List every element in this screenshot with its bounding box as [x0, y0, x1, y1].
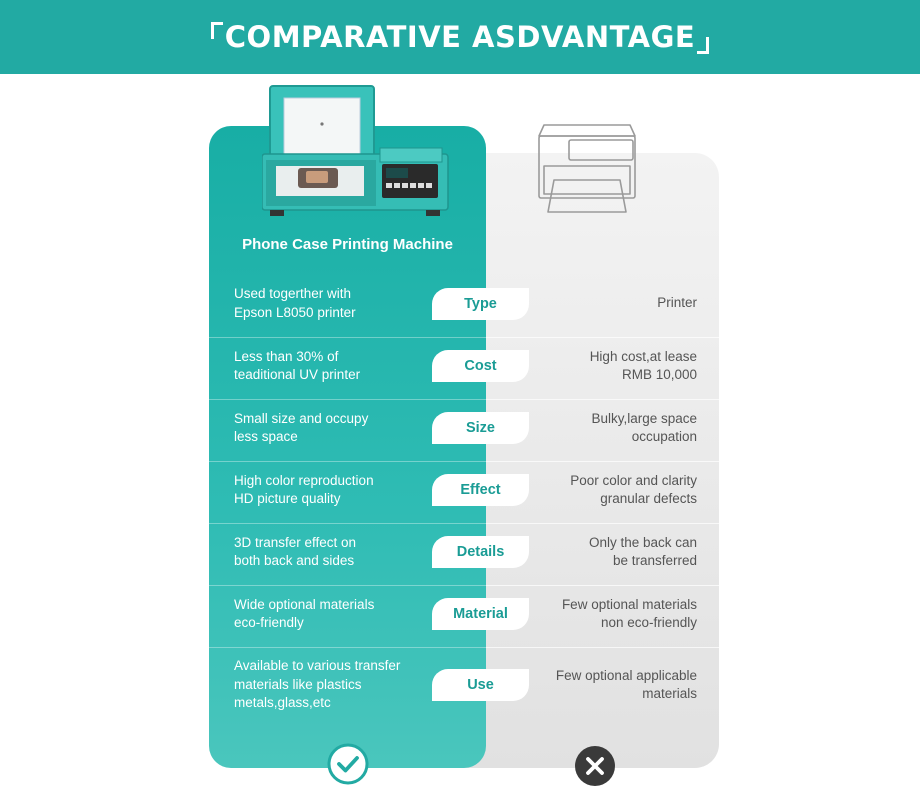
product-feature-text: Available to various transfer materials l…	[234, 657, 424, 713]
table-row: Wide optional materials eco-friendly Mater…	[209, 585, 719, 647]
product-feature-line: 3D transfer effect on	[234, 534, 357, 550]
criteria-label: Details	[432, 536, 529, 568]
product-feature-line: Available to various transfer	[234, 658, 401, 674]
criteria-label: Type	[432, 287, 529, 320]
competitor-feature-line: Only the back can	[588, 534, 697, 550]
criteria-label: Cost	[432, 350, 529, 382]
product-feature-line: Epson L8050 printer	[234, 304, 356, 320]
product-feature-text: Wide optional materials eco-friendly	[234, 596, 424, 633]
table-row: Less than 30% of teaditional UV printer Co…	[209, 337, 719, 399]
competitor-feature-text: Only the back can be transferred	[507, 534, 697, 571]
bracket-top-left	[210, 22, 223, 39]
criteria-label: Size	[432, 412, 529, 444]
product-feature-text: Small size and occupy less space	[234, 410, 424, 447]
row-divider	[209, 461, 486, 462]
row-divider	[209, 337, 486, 338]
competitor-feature-line: Printer	[657, 295, 697, 311]
competitor-feature-text: Poor color and clarity granular defects	[507, 472, 697, 509]
product-feature-line: both back and sides	[234, 553, 355, 568]
printer-icon	[538, 124, 636, 213]
row-divider	[486, 523, 719, 524]
competitor-feature-text: Printer	[507, 294, 697, 313]
product-feature-line: Small size and occupy	[234, 410, 369, 426]
product-feature-text: 3D transfer effect on both back and sides	[234, 534, 424, 571]
product-feature-line: High color reproduction	[234, 472, 374, 488]
product-feature-line: eco-friendly	[234, 615, 304, 630]
competitor-feature-line: RMB 10,000	[621, 367, 697, 382]
title-wrap: COMPARATIVE ASDVANTAGE	[205, 20, 715, 54]
competitor-feature-text: Few optional materials non eco-friendly	[507, 596, 697, 633]
table-row: Available to various transfer materials l…	[209, 647, 719, 727]
product-feature-text: Less than 30% of teaditional UV printer	[234, 348, 424, 385]
page-title: COMPARATIVE ASDVANTAGE	[224, 20, 696, 54]
row-divider	[486, 647, 719, 648]
competitor-feature-line: Bulky,large space	[591, 410, 697, 426]
competitor-feature-text: Few optional applicable materials	[507, 667, 697, 704]
product-feature-line: materials like plastics	[234, 676, 362, 692]
product-feature-line: metals,glass,etc	[234, 695, 331, 711]
product-feature-text: High color reproduction HD picture qualit…	[234, 472, 424, 509]
row-divider	[209, 523, 486, 524]
competitor-feature-line: occupation	[631, 429, 697, 444]
competitor-feature-line: High cost,at lease	[589, 348, 697, 364]
row-divider	[209, 585, 486, 586]
cross-icon	[575, 746, 615, 786]
criteria-label: Use	[432, 669, 529, 701]
product-feature-line: HD picture quality	[234, 491, 341, 506]
product-name: Phone Case Printing Machine	[242, 236, 453, 253]
row-divider	[209, 647, 486, 648]
row-divider	[486, 461, 719, 462]
product-feature-line: teaditional UV printer	[234, 367, 361, 382]
product-feature-line: less space	[234, 429, 298, 444]
competitor-feature-text: Bulky,large space occupation	[507, 410, 697, 447]
competitor-feature-line: be transferred	[612, 553, 697, 568]
competitor-feature-line: non eco-friendly	[600, 615, 697, 630]
row-divider	[209, 399, 486, 400]
product-feature-line: Used togerther with	[234, 286, 352, 301]
check-icon	[327, 743, 369, 785]
table-row: High color reproduction HD picture qualit…	[209, 461, 719, 523]
competitor-feature-line: materials	[642, 686, 697, 701]
competitor-panel	[440, 153, 719, 768]
competitor-feature-line: Poor color and clarity	[570, 472, 697, 488]
product-feature-line: Less than 30% of	[234, 348, 339, 364]
row-divider	[486, 585, 719, 586]
row-divider	[486, 399, 719, 400]
criteria-label: Material	[432, 598, 529, 630]
competitor-feature-line: Few optional applicable	[555, 667, 697, 683]
bracket-bottom-right	[697, 37, 710, 54]
header-banner: COMPARATIVE ASDVANTAGE	[0, 0, 920, 74]
competitor-feature-line: granular defects	[600, 491, 697, 506]
competitor-feature-line: Few optional materials	[561, 596, 697, 612]
criteria-label: Effect	[432, 474, 529, 506]
product-panel	[209, 126, 486, 768]
phone-case-machine-image	[262, 85, 449, 216]
row-divider	[486, 337, 719, 338]
product-feature-line: Wide optional materials	[234, 596, 375, 612]
table-row: 3D transfer effect on both back and sides…	[209, 523, 719, 585]
